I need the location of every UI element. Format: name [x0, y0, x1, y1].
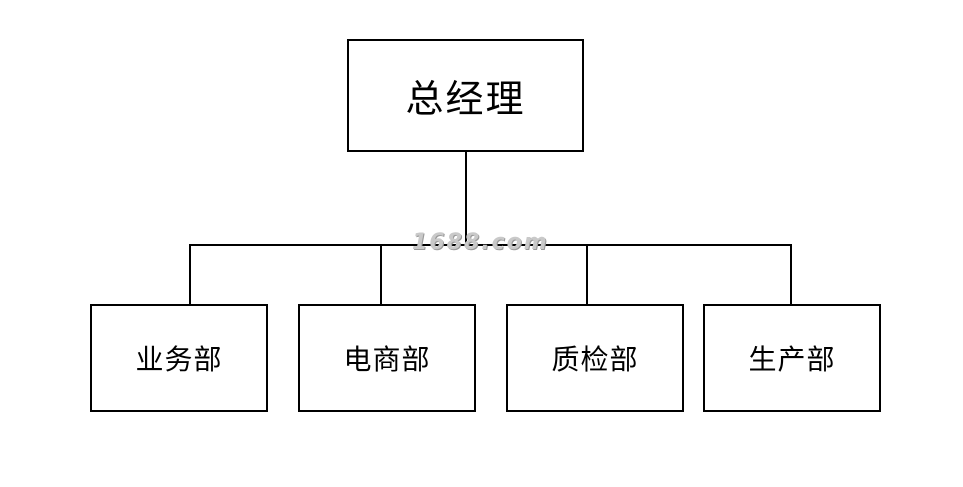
connector-drop-1 [380, 244, 382, 305]
node-label: 生产部 [748, 343, 836, 376]
node-label: 总经理 [405, 77, 526, 121]
connector-drop-3 [790, 244, 792, 305]
node-label: 电商部 [343, 343, 431, 376]
node-production-dept: 生产部 [703, 304, 881, 412]
node-ecommerce-dept: 电商部 [298, 304, 476, 412]
node-label: 质检部 [551, 343, 639, 376]
connector-drop-0 [189, 244, 191, 305]
connector-drop-2 [586, 244, 588, 305]
node-label: 业务部 [135, 343, 223, 376]
node-business-dept: 业务部 [90, 304, 268, 412]
connector-root-trunk [465, 152, 467, 245]
watermark: 1688.com [412, 230, 549, 255]
node-quality-dept: 质检部 [506, 304, 684, 412]
connector-horizontal-bar [189, 244, 792, 246]
node-general-manager: 总经理 [347, 39, 584, 152]
